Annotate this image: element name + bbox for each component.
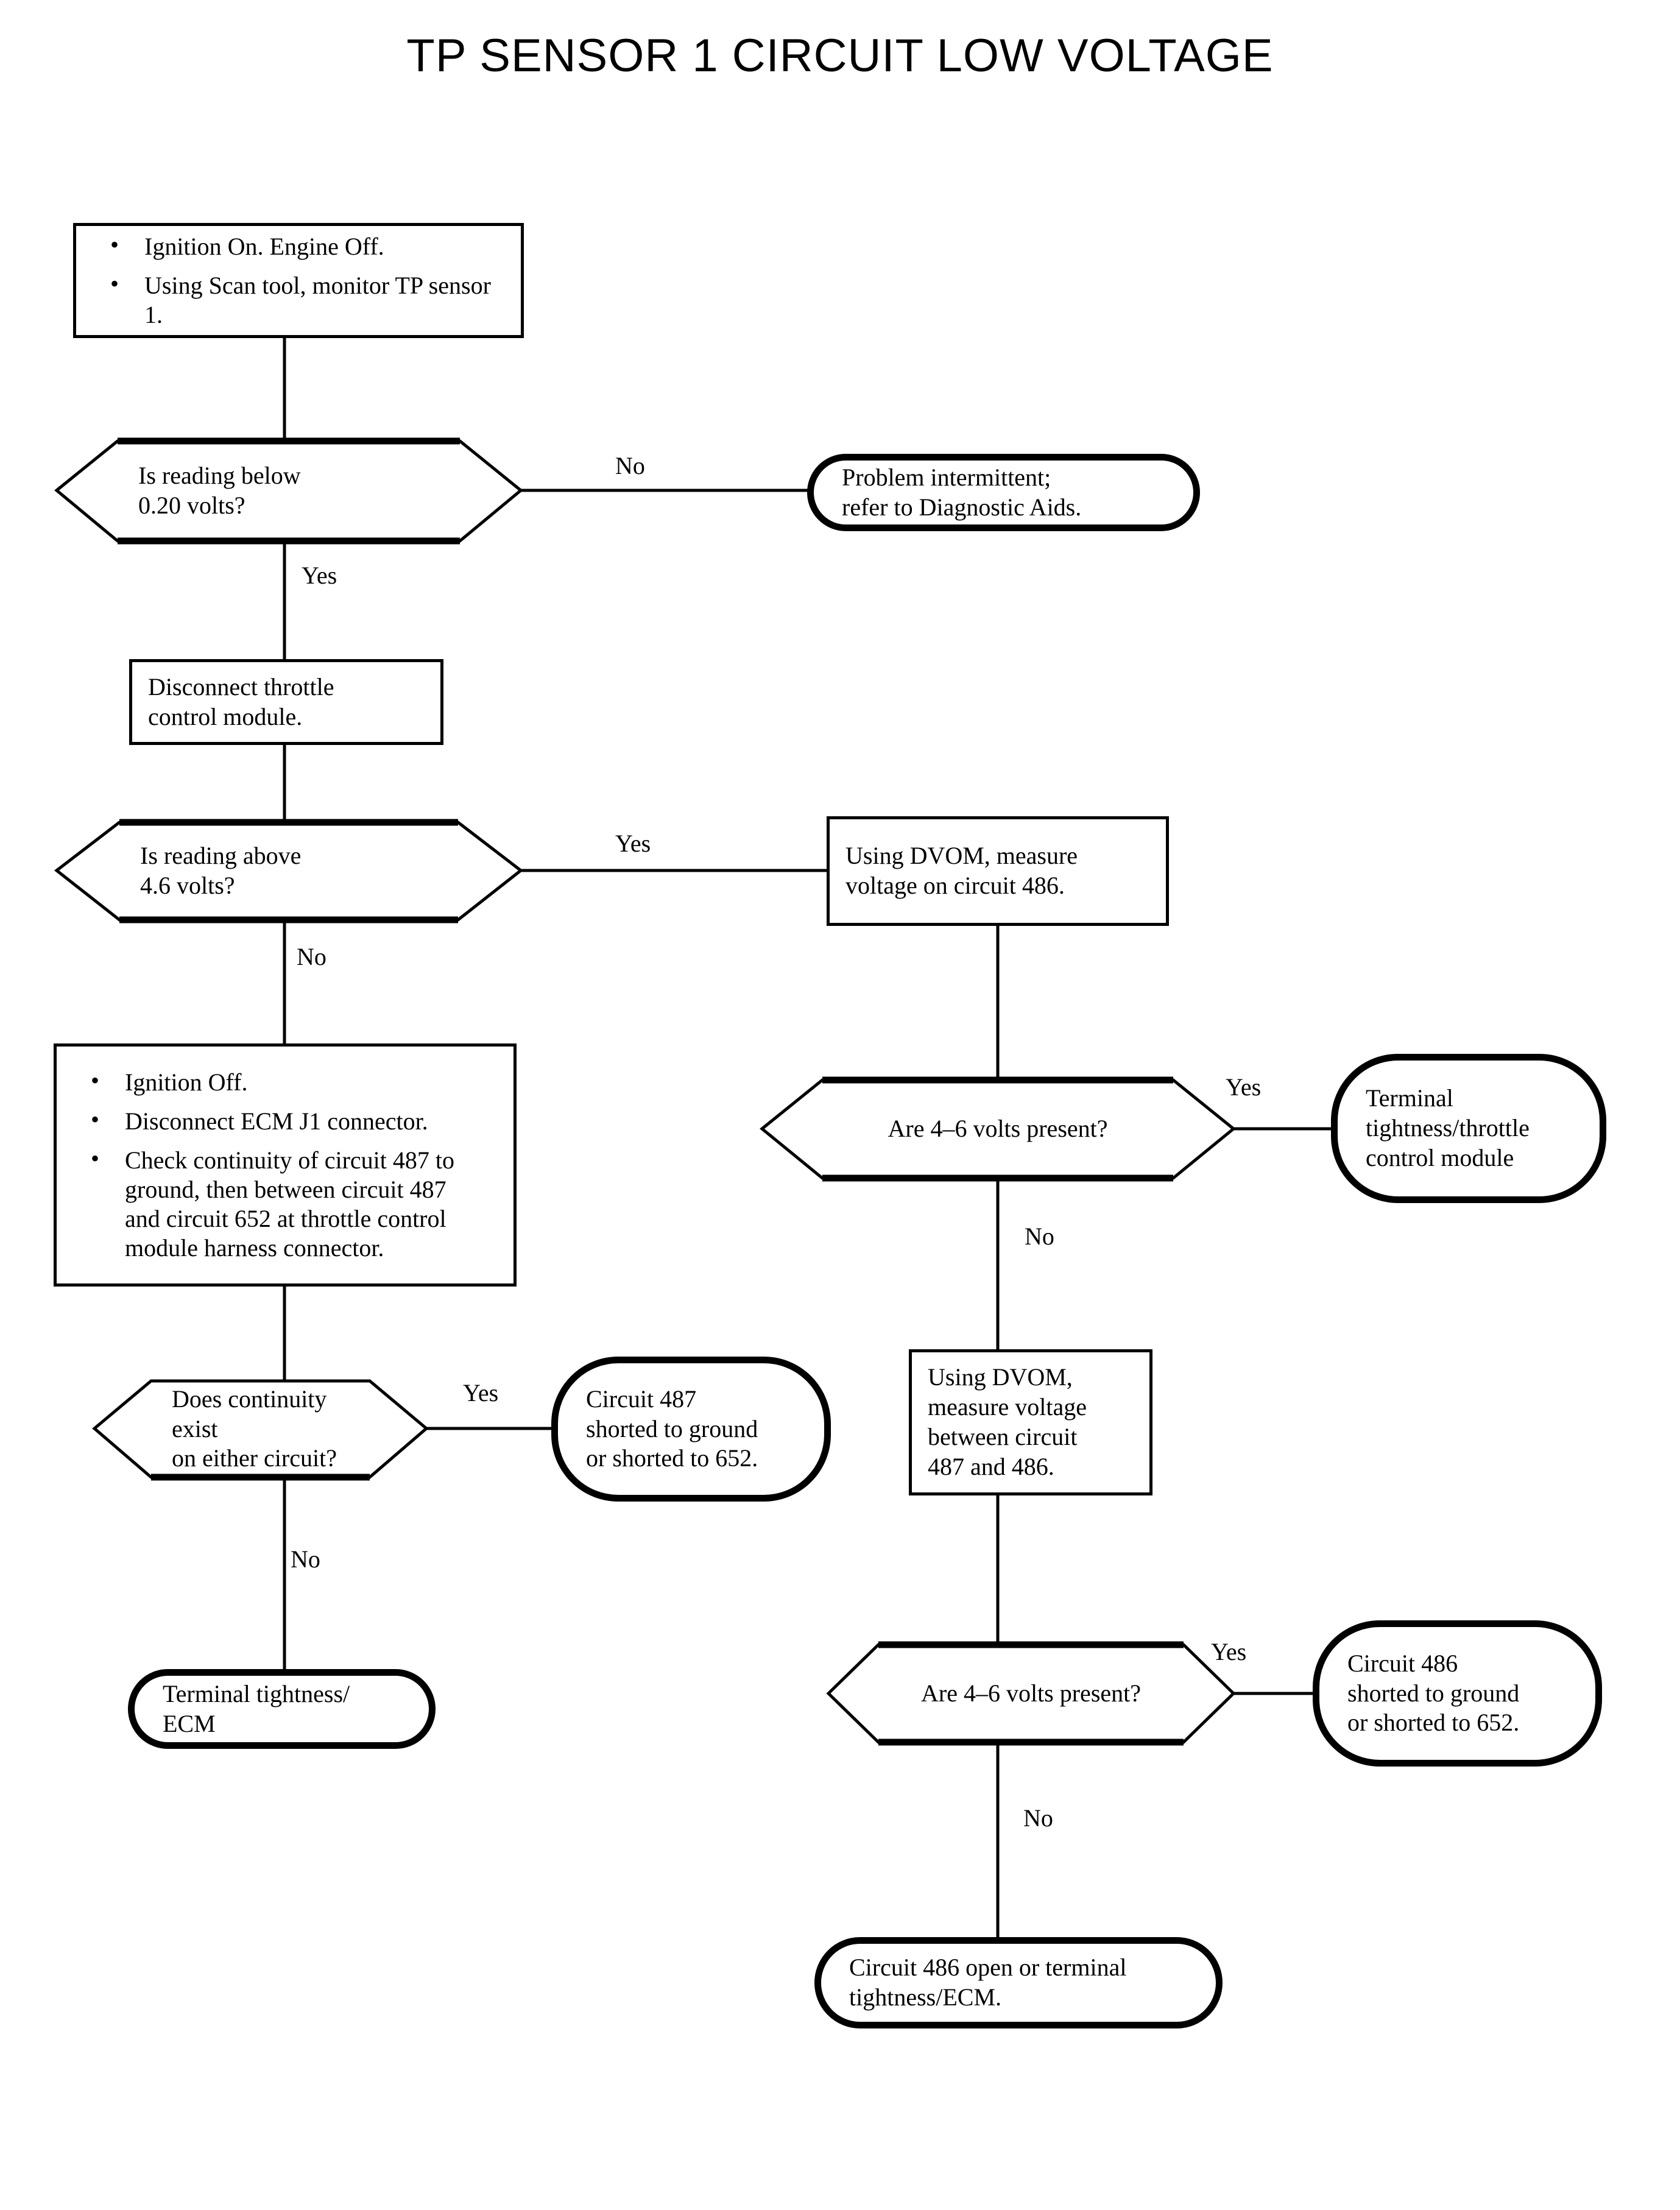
node-ignition-off-steps: Ignition Off. Disconnect ECM J1 connecto… — [54, 1043, 517, 1287]
terminal-tightness-tcm-line2: tightness/throttle — [1366, 1114, 1530, 1142]
node-problem-intermittent: Problem intermittent; refer to Diagnosti… — [807, 454, 1200, 531]
hexagon-emphasis-strokes — [118, 437, 1184, 1746]
edge-label-continuity-no: No — [291, 1545, 320, 1573]
start-step-bullet-1: Ignition On. Engine Off. — [110, 230, 493, 261]
decision-above-46-line1: Is reading above — [140, 842, 302, 870]
disconnect-tcm-line2: control module. — [148, 702, 303, 730]
decision-below-020-line1: Is reading below — [138, 462, 301, 490]
circuit-486-shorted-line1: Circuit 486 — [1347, 1649, 1458, 1677]
edge-label-below020-no: No — [615, 452, 645, 479]
circuit-487-shorted-line1: Circuit 487 — [586, 1385, 697, 1413]
node-decision-below-020: Is reading below 0.20 volts? — [118, 441, 460, 541]
ignition-off-bullet-1: Ignition Off. — [91, 1066, 485, 1097]
problem-intermittent-line2: refer to Diagnostic Aids. — [842, 493, 1082, 521]
circuit-486-open-line1: Circuit 486 open or terminal — [849, 1954, 1127, 1982]
node-disconnect-tcm: Disconnect throttle control module. — [129, 659, 443, 745]
node-terminal-tightness-tcm: Terminal tightness/throttle control modu… — [1331, 1054, 1606, 1203]
start-step-bullet-2: Using Scan tool, monitor TP sensor 1. — [110, 269, 493, 330]
decision-above-46-line2: 4.6 volts? — [140, 872, 235, 899]
start-step-bullets: Ignition On. Engine Off. Using Scan tool… — [92, 230, 505, 330]
edge-label-above46-no: No — [297, 943, 326, 970]
disconnect-tcm-line1: Disconnect throttle — [148, 673, 334, 701]
page-title: TP SENSOR 1 CIRCUIT LOW VOLTAGE — [406, 30, 1274, 82]
circuit-487-shorted-line3: or shorted to 652. — [586, 1444, 758, 1472]
edge-label-above46-yes: Yes — [615, 830, 651, 857]
node-decision-above-46: Is reading above 4.6 volts? — [119, 822, 458, 920]
terminal-tightness-tcm-line3: control module — [1366, 1143, 1514, 1171]
terminal-tightness-ecm-line1: Terminal tightness/ — [163, 1679, 350, 1707]
circuit-486-shorted-line3: or shorted to 652. — [1347, 1709, 1520, 1737]
node-dvom-486: Using DVOM, measure voltage on circuit 4… — [827, 816, 1169, 926]
circuit-486-shorted-line2: shorted to ground — [1347, 1679, 1520, 1707]
node-start-step: Ignition On. Engine Off. Using Scan tool… — [73, 223, 524, 338]
ignition-off-steps-bullets: Ignition Off. Disconnect ECM J1 connecto… — [72, 1066, 498, 1263]
edge-label-voltsB-no: No — [1023, 1804, 1053, 1832]
decision-below-020-line2: 0.20 volts? — [138, 492, 245, 519]
circuit-486-open-line2: tightness/ECM. — [849, 1983, 1002, 2011]
decision-continuity-line1: Does continuity exist — [172, 1385, 327, 1442]
edge-label-continuity-yes: Yes — [463, 1379, 499, 1407]
node-circuit-486-shorted: Circuit 486 shorted to ground or shorted… — [1313, 1620, 1602, 1767]
dvom-487-486-line4: 487 and 486. — [928, 1452, 1054, 1480]
dvom-486-line1: Using DVOM, measure — [845, 842, 1078, 870]
decision-volts-b-line1: Are 4–6 volts present? — [920, 1679, 1141, 1707]
node-decision-volts-a: Are 4–6 volts present? — [822, 1080, 1173, 1178]
dvom-487-486-line3: between circuit — [928, 1423, 1078, 1450]
node-decision-volts-b: Are 4–6 volts present? — [878, 1645, 1184, 1742]
decision-continuity-line2: on either circuit? — [172, 1444, 337, 1472]
node-circuit-487-shorted: Circuit 487 shorted to ground or shorted… — [551, 1357, 831, 1502]
decision-volts-a-line1: Are 4–6 volts present? — [888, 1115, 1108, 1143]
dvom-487-486-line2: measure voltage — [928, 1393, 1087, 1421]
node-terminal-tightness-ecm: Terminal tightness/ ECM — [128, 1669, 436, 1749]
node-circuit-486-open: Circuit 486 open or terminal tightness/E… — [814, 1937, 1223, 2028]
node-decision-continuity: Does continuity exist on either circuit? — [151, 1381, 370, 1477]
edge-label-voltsA-yes: Yes — [1226, 1073, 1262, 1101]
edge-label-voltsB-yes: Yes — [1211, 1638, 1247, 1665]
problem-intermittent-line1: Problem intermittent; — [842, 463, 1051, 491]
dvom-487-486-line1: Using DVOM, — [928, 1363, 1073, 1391]
node-dvom-487-486: Using DVOM, measure voltage between circ… — [909, 1349, 1152, 1495]
circuit-487-shorted-line2: shorted to ground — [586, 1414, 758, 1442]
edge-label-voltsA-no: No — [1025, 1223, 1054, 1250]
ignition-off-bullet-2: Disconnect ECM J1 connector. — [91, 1105, 485, 1136]
ignition-off-bullet-3: Check continuity of circuit 487 to groun… — [91, 1144, 485, 1263]
terminal-tightness-ecm-line2: ECM — [163, 1709, 216, 1737]
edge-label-below020-yes: Yes — [302, 562, 337, 589]
terminal-tightness-tcm-line1: Terminal — [1366, 1084, 1453, 1112]
dvom-486-line2: voltage on circuit 486. — [845, 872, 1065, 899]
connector-lines — [283, 336, 1333, 1939]
